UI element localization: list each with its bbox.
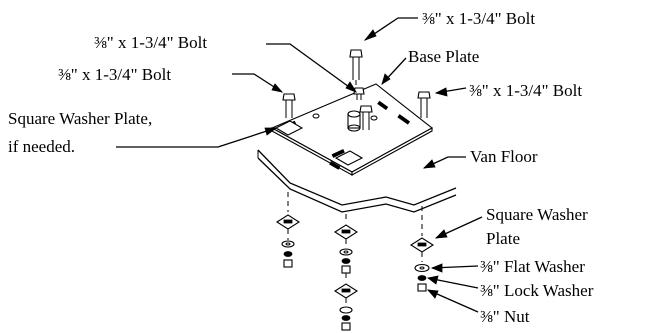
label-base-plate: Base Plate: [408, 47, 479, 66]
label-nut: ⅜" Nut: [480, 307, 530, 326]
label-van-floor: Van Floor: [470, 147, 538, 166]
bolt-center: [359, 105, 373, 130]
van-floor: [257, 149, 457, 213]
bolt-top-right: [349, 49, 363, 96]
label-bolt-top-right: ⅜" x 1-3/4" Bolt: [422, 9, 535, 28]
fastener-stack-center: [333, 214, 359, 331]
center-post: [347, 110, 361, 132]
label-bolt-upper-left: ⅜" x 1-3/4" Bolt: [94, 33, 207, 52]
label-lock-washer: ⅜" Lock Washer: [480, 281, 594, 300]
label-square-washer-plate-line1: Square Washer Plate,: [8, 109, 152, 128]
label-bolt-right: ⅜" x 1-3/4" Bolt: [469, 81, 582, 100]
label-bolt-left: ⅜" x 1-3/4" Bolt: [58, 65, 171, 84]
leader-lines: [116, 17, 483, 313]
label-square-washer-plate-bottom-line1: Square Washer: [486, 205, 588, 224]
label-flat-washer: ⅜" Flat Washer: [480, 257, 585, 276]
top-washer-plate-bottom: [334, 150, 364, 166]
top-washer-plate-left: [274, 120, 304, 136]
label-square-washer-plate-bottom-line2: Plate: [486, 229, 520, 248]
fastener-stack-right: [409, 206, 435, 292]
bolt-left: [282, 93, 296, 118]
label-square-washer-plate-line2: if needed.: [8, 137, 75, 156]
fastener-stack-left: [275, 192, 301, 268]
bolt-right: [417, 91, 431, 118]
